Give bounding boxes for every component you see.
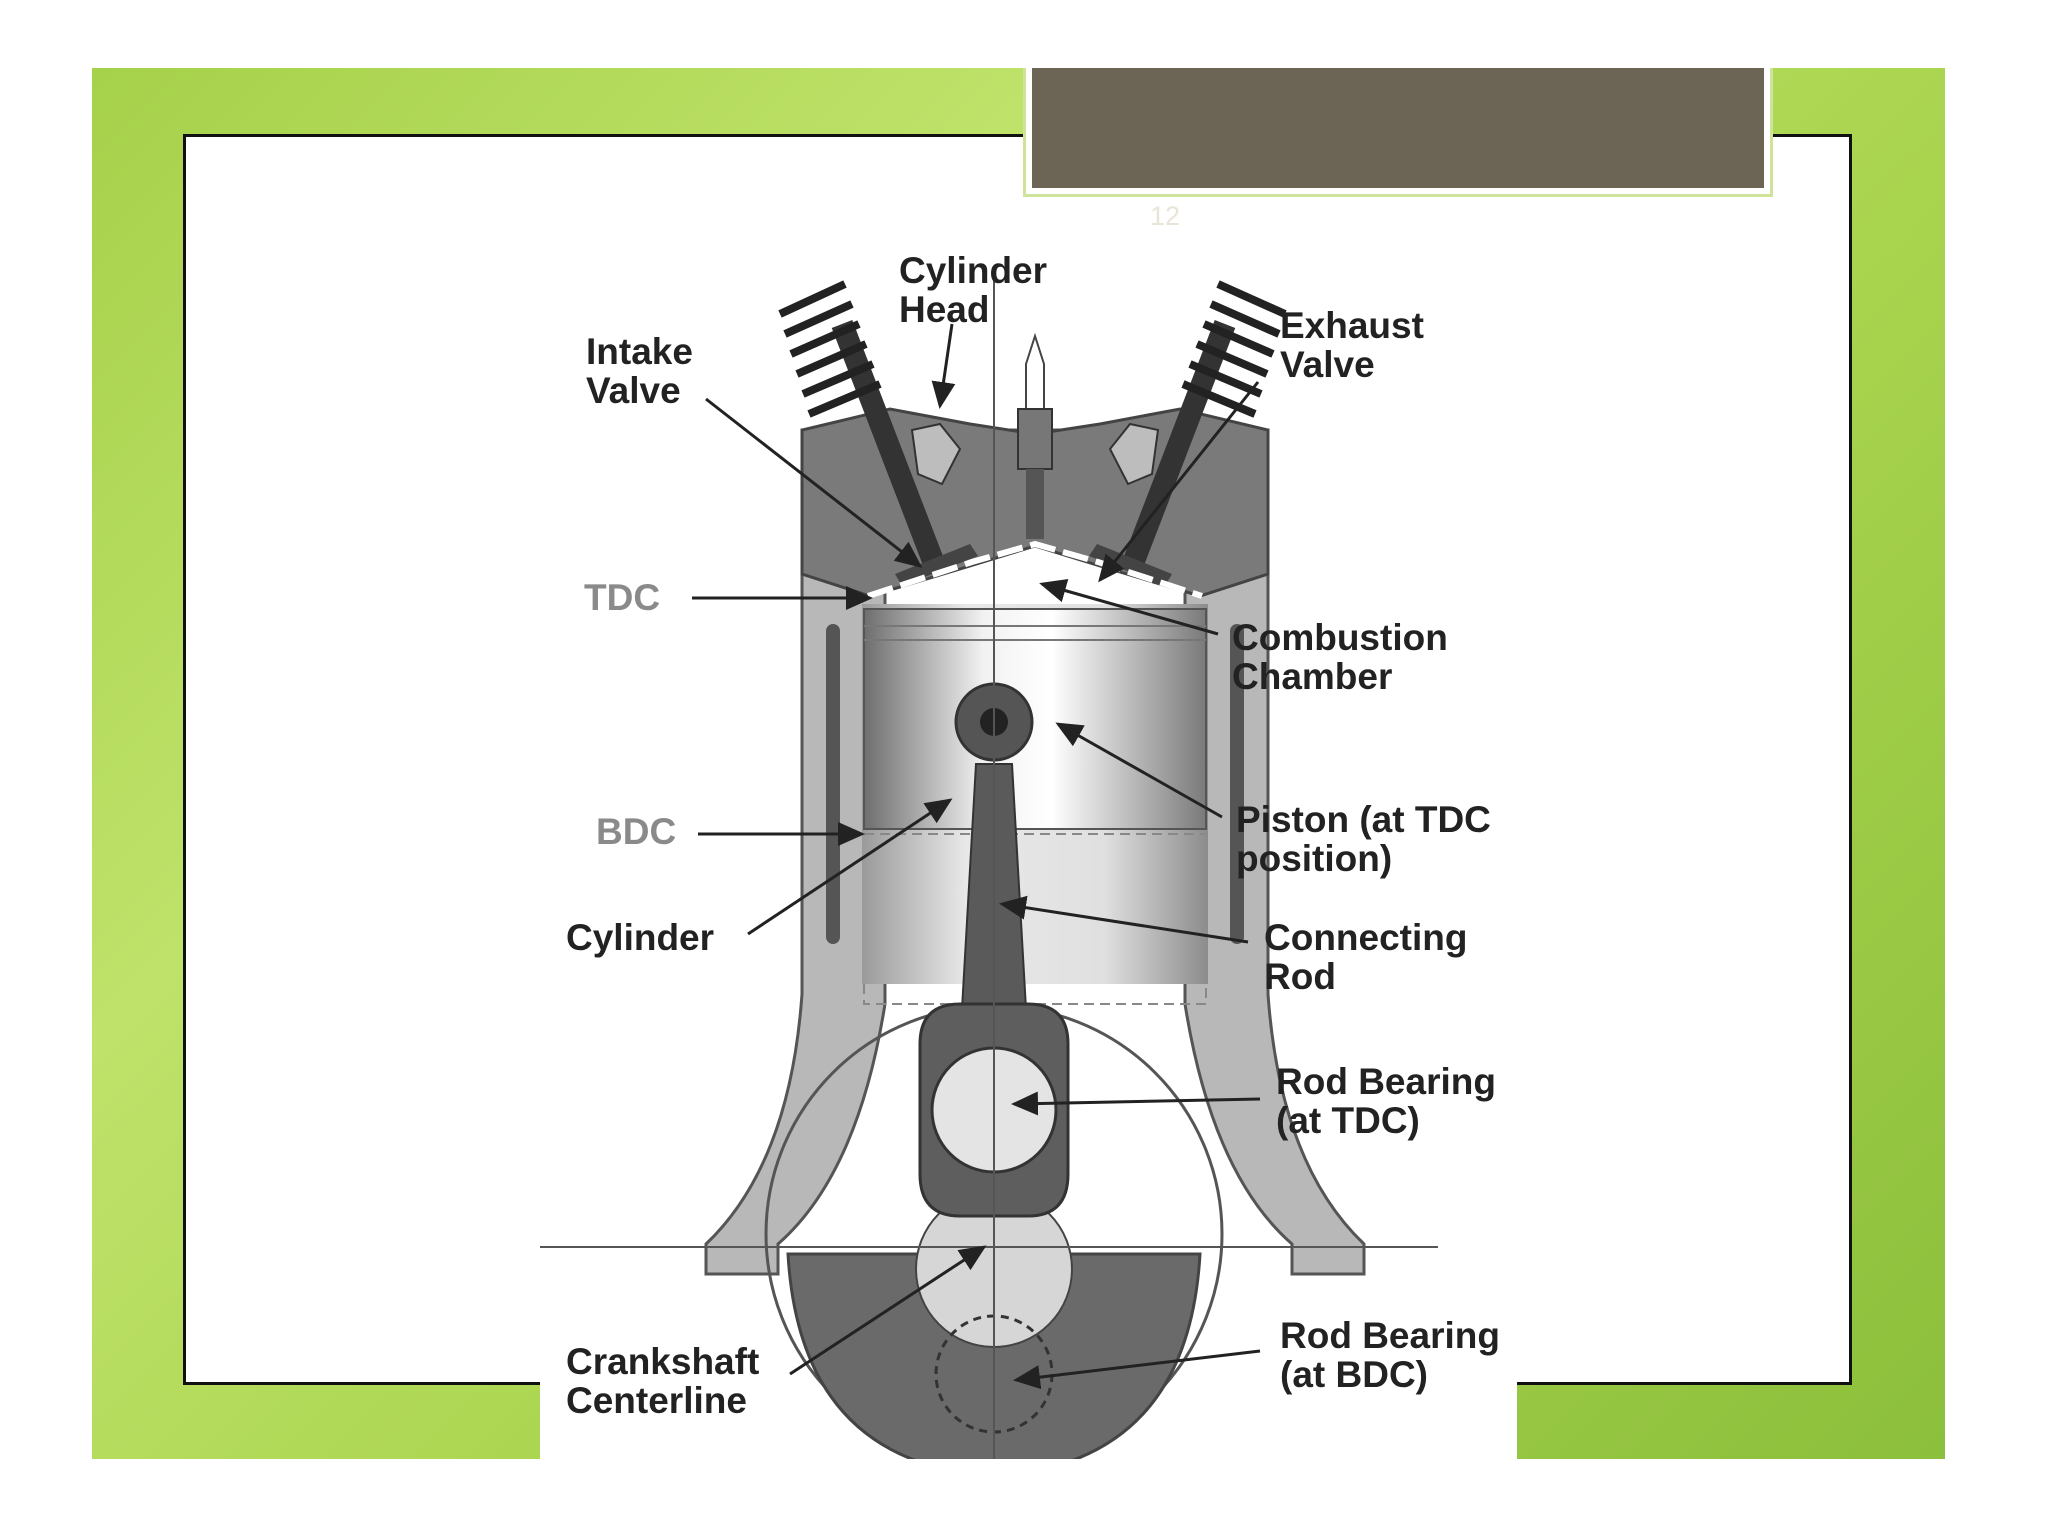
label-intake-valve: Intake Valve [586,331,693,411]
piston [863,608,1207,830]
label-crankshaft-centerline: Crankshaft Centerline [566,1341,760,1421]
label-combustion-chamber: Combustion Chamber [1232,617,1448,697]
intake-valve-assembly [778,280,978,586]
label-rod-bearing-tdc: Rod Bearing (at TDC) [1276,1061,1496,1141]
label-bdc: BDC [596,811,677,852]
slide-background: 12 [92,68,1945,1459]
slide-number-tab [1032,68,1764,188]
engine-diagram-panel: Cylinder Head Intake Valve Exhaust Valve… [540,244,1517,1459]
engine-cross-section-diagram [540,274,1438,1459]
label-piston: Piston (at TDC position) [1236,799,1491,879]
label-rod-bearing-bdc: Rod Bearing (at BDC) [1280,1315,1500,1395]
label-connecting-rod: Connecting Rod [1264,917,1468,997]
label-cylinder: Cylinder [566,917,715,958]
label-leader-lines [692,323,1261,1390]
combustion-chamber-roof [867,540,1203,599]
slide-number: 12 [1150,201,1181,231]
label-cylinder-head: Cylinder Head [899,250,1048,330]
spark-plug [1017,332,1053,539]
label-tdc: TDC [584,577,661,618]
label-exhaust-valve: Exhaust Valve [1280,305,1424,385]
